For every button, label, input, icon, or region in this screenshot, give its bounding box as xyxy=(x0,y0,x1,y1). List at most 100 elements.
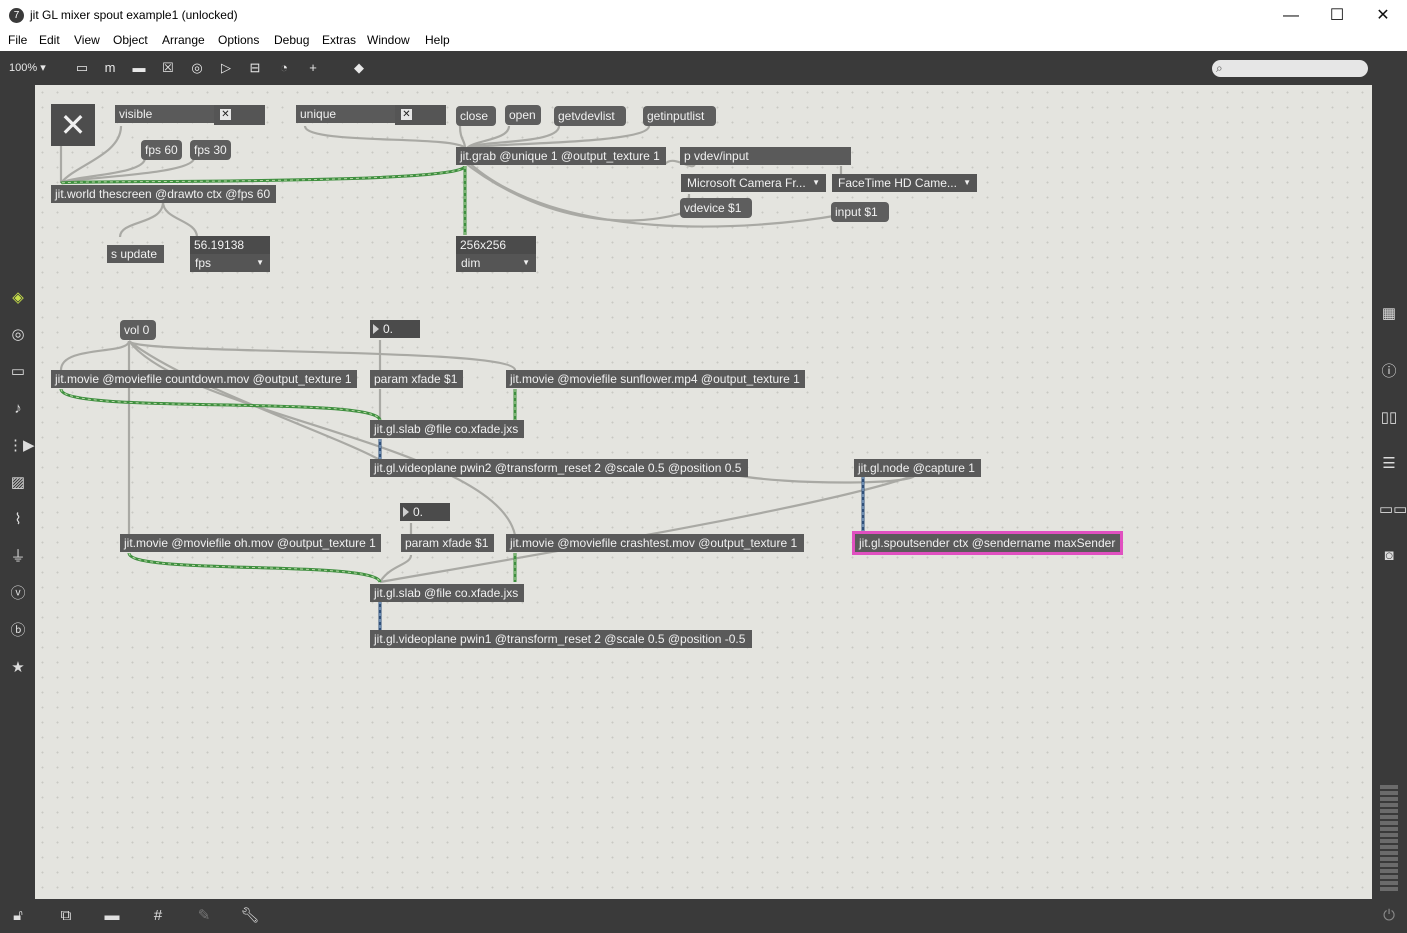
music-note-icon[interactable]: ♪ xyxy=(14,400,22,417)
unique-label-object[interactable]: unique xyxy=(296,105,395,123)
menu-object[interactable]: Object xyxy=(113,33,148,47)
vdevice-message[interactable]: vdevice $1 xyxy=(680,198,752,218)
new-comment-icon[interactable]: ▬ xyxy=(132,60,146,75)
camera-icon[interactable]: ◙ xyxy=(1384,547,1394,564)
right-sidebar: ▦ ⓘ ▯▯ ☰ ▭▭ ◙ xyxy=(1372,85,1407,899)
param-xfade-message-2[interactable]: param xfade $1 xyxy=(401,534,494,552)
jit-gl-slab-object-1[interactable]: jit.gl.slab @file co.xfade.jxs xyxy=(370,420,524,438)
new-slider-icon[interactable]: ⊟ xyxy=(249,60,261,75)
jit-gl-spoutsender-object[interactable]: jit.gl.spoutsender ctx @sendername maxSe… xyxy=(852,531,1123,555)
fps-30-message[interactable]: fps 30 xyxy=(190,140,231,160)
unique-toggle[interactable]: ✕ xyxy=(395,105,446,125)
fps-60-message[interactable]: fps 60 xyxy=(141,140,182,160)
menu-file[interactable]: File xyxy=(8,33,28,47)
menu-arrange[interactable]: Arrange xyxy=(162,33,205,47)
paint-bucket-icon[interactable]: ◆ xyxy=(354,60,364,75)
jit-movie-countdown-object[interactable]: jit.movie @moviefile countdown.mov @outp… xyxy=(51,370,357,388)
jit-gl-videoplane-pwin2-object[interactable]: jit.gl.videoplane pwin2 @transform_reset… xyxy=(370,459,748,477)
patcher-canvas[interactable]: ✕ visible ✕ unique ✕ close open getvdevl… xyxy=(35,85,1372,899)
v-icon[interactable]: ⓥ xyxy=(10,585,26,602)
power-icon[interactable]: ⏻ xyxy=(1383,907,1395,924)
present-icon[interactable]: ⧉ xyxy=(60,907,72,924)
xfade-number-box-2[interactable]: 0. xyxy=(400,503,450,521)
image-icon[interactable]: ▨ xyxy=(10,474,26,491)
menu-bar: File Edit View Object Arrange Options De… xyxy=(0,31,1407,51)
dim-value-display: 256x256 xyxy=(456,236,536,254)
xfade-number-value-1: 0. xyxy=(383,322,394,336)
minimize-button[interactable]: — xyxy=(1283,7,1299,24)
close-message[interactable]: close xyxy=(456,106,496,126)
new-toggle-icon[interactable]: ☒ xyxy=(162,60,174,75)
param-xfade-message-1[interactable]: param xfade $1 xyxy=(370,370,463,388)
maximize-button[interactable]: ☐ xyxy=(1329,7,1345,24)
grid-icon[interactable]: # xyxy=(153,907,163,924)
menu-edit[interactable]: Edit xyxy=(39,33,60,47)
jit-grab-object[interactable]: jit.grab @unique 1 @output_texture 1 xyxy=(456,147,666,165)
jit-movie-oh-object[interactable]: jit.movie @moviefile oh.mov @output_text… xyxy=(120,534,381,552)
close-window-button[interactable]: ✕ xyxy=(1376,7,1390,24)
comment-icon[interactable]: ▬ xyxy=(104,907,120,924)
s-update-object[interactable]: s update xyxy=(107,245,164,263)
new-object-icon[interactable]: ▭ xyxy=(75,60,89,75)
xfade-number-box-1[interactable]: 0. xyxy=(370,320,420,338)
play-list-icon[interactable]: ⋮▶ xyxy=(8,437,35,454)
getvdevlist-message[interactable]: getvdevlist xyxy=(554,106,626,126)
dim-attr-menu[interactable]: dim ▼ xyxy=(456,254,536,272)
input-message[interactable]: input $1 xyxy=(831,202,889,222)
chevron-down-icon: ▼ xyxy=(812,178,820,187)
new-number-icon[interactable]: ▷ xyxy=(221,60,231,75)
visible-toggle[interactable]: ✕ xyxy=(214,105,265,125)
star-icon[interactable]: ★ xyxy=(11,659,25,676)
paperclip-icon[interactable]: ⌇ xyxy=(14,511,22,528)
list-icon[interactable]: ☰ xyxy=(1382,455,1396,472)
b-icon[interactable]: ⓑ xyxy=(10,622,26,639)
new-message-icon[interactable]: m xyxy=(104,60,116,75)
snap-icon[interactable]: ✎ xyxy=(197,907,211,924)
camera-device-menu-label: Microsoft Camera Fr... xyxy=(687,176,806,190)
grid-icon[interactable]: ▦ xyxy=(1381,305,1397,322)
jit-movie-sunflower-object[interactable]: jit.movie @moviefile sunflower.mp4 @outp… xyxy=(506,370,805,388)
visible-label-object[interactable]: visible xyxy=(115,105,214,123)
jit-gl-node-object[interactable]: jit.gl.node @capture 1 xyxy=(854,459,981,477)
cube-icon[interactable]: ◈ xyxy=(12,289,24,306)
plug-icon[interactable]: ⏚ xyxy=(10,548,26,565)
menu-window[interactable]: Window xyxy=(367,33,410,47)
toggle-check-icon: ✕ xyxy=(220,109,231,120)
lock-icon[interactable]: 🔓︎ xyxy=(13,907,23,924)
reference-icon[interactable]: ▭▭ xyxy=(1379,501,1407,518)
patcher-toolbar: 100% ▾ ▭ m ▬ ☒ ◎ ▷ ⊟ ◔ + ◆ ⌕ xyxy=(0,51,1407,85)
zoom-menu[interactable]: 100% ▾ xyxy=(9,62,46,74)
facetime-device-menu-label: FaceTime HD Came... xyxy=(838,176,957,190)
bottom-bar: 🔓︎ ⧉ ▬ # ✎ 🔧︎ ⏻ xyxy=(0,899,1407,933)
jit-gl-slab-object-2[interactable]: jit.gl.slab @file co.xfade.jxs xyxy=(370,584,524,602)
menu-options[interactable]: Options xyxy=(218,33,260,47)
camera-device-menu[interactable]: Microsoft Camera Fr... ▼ xyxy=(681,174,826,192)
jit-gl-videoplane-pwin1-object[interactable]: jit.gl.videoplane pwin1 @transform_reset… xyxy=(370,630,752,648)
add-object-icon[interactable]: + xyxy=(309,60,317,75)
close-bang-button[interactable]: ✕ xyxy=(51,104,95,146)
film-icon[interactable]: ▭ xyxy=(10,363,26,380)
p-vdev-input-object[interactable]: p vdev/input xyxy=(680,147,851,165)
menu-view[interactable]: View xyxy=(74,33,100,47)
wrench-icon[interactable]: 🔧︎ xyxy=(240,907,260,924)
target-icon[interactable]: ◎ xyxy=(11,326,25,343)
fps-attr-menu[interactable]: fps ▼ xyxy=(190,254,270,272)
open-message[interactable]: open xyxy=(505,105,541,125)
info-icon[interactable]: ⓘ xyxy=(1381,363,1397,380)
number-triangle-icon xyxy=(373,324,379,334)
new-dial-icon[interactable]: ◔ xyxy=(280,60,288,75)
menu-debug[interactable]: Debug xyxy=(274,33,310,47)
new-bang-icon[interactable]: ◎ xyxy=(191,60,203,75)
search-field[interactable]: ⌕ xyxy=(1212,60,1368,77)
menu-help[interactable]: Help xyxy=(425,33,450,47)
vol-0-message[interactable]: vol 0 xyxy=(120,320,156,340)
facetime-device-menu[interactable]: FaceTime HD Came... ▼ xyxy=(832,174,977,192)
getinputlist-message[interactable]: getinputlist xyxy=(643,106,716,126)
jit-world-object[interactable]: jit.world thescreen @drawto ctx @fps 60 xyxy=(51,185,276,203)
jit-movie-crashtest-object[interactable]: jit.movie @moviefile crashtest.mov @outp… xyxy=(506,534,804,552)
menu-extras[interactable]: Extras xyxy=(322,33,357,47)
book-icon[interactable]: ▯▯ xyxy=(1380,409,1398,426)
dim-attr-menu-label: dim xyxy=(461,256,481,270)
chevron-down-icon: ▼ xyxy=(963,178,971,187)
toggle-check-icon: ✕ xyxy=(401,109,412,120)
